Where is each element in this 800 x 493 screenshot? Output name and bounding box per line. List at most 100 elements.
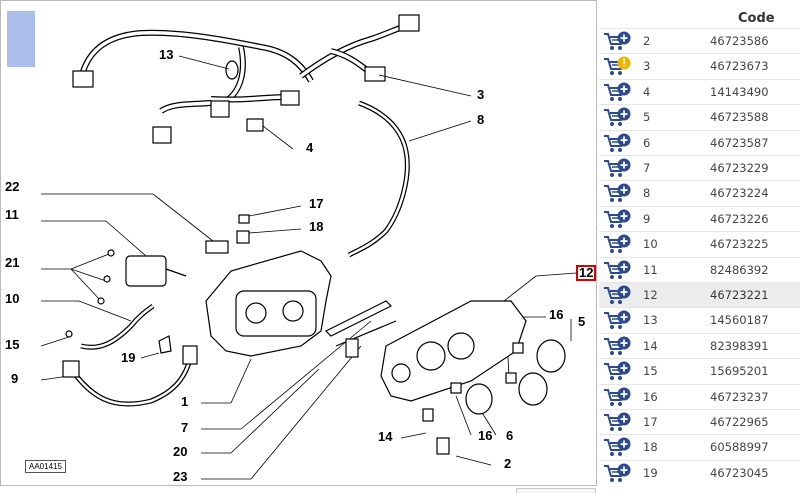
cart-add-icon[interactable] <box>603 361 633 382</box>
row-part-code: 46723673 <box>710 59 769 74</box>
callout-10[interactable]: 10 <box>5 291 20 306</box>
cart-warning-icon[interactable] <box>603 56 633 77</box>
callout-12-selected[interactable]: 12 <box>576 265 597 281</box>
callout-7[interactable]: 7 <box>181 420 189 435</box>
diagram-control-button[interactable] <box>516 488 596 493</box>
callout-17[interactable]: 17 <box>309 196 324 211</box>
row-position: 17 <box>643 415 658 429</box>
cart-add-icon[interactable] <box>603 387 633 408</box>
diagram-caption: AA01415 <box>25 460 66 473</box>
row-position: 16 <box>643 389 658 404</box>
row-part-code: 46723224 <box>710 186 769 201</box>
callout-3[interactable]: 3 <box>477 87 485 102</box>
cart-add-icon[interactable] <box>603 234 633 255</box>
callout-2[interactable]: 2 <box>504 456 512 471</box>
table-row[interactable]: 15 15695201 <box>599 358 800 383</box>
row-part-code: 15695201 <box>710 364 769 379</box>
cart-add-icon[interactable] <box>603 133 633 154</box>
table-row[interactable]: 18 60588997 <box>599 434 800 459</box>
row-part-code: 46723588 <box>710 110 769 125</box>
diagram-drawing <box>40 14 577 480</box>
callout-15[interactable]: 15 <box>5 337 20 352</box>
cart-add-icon[interactable] <box>603 336 633 357</box>
row-position: 8 <box>643 186 651 201</box>
table-row[interactable]: 16 46723237 <box>599 383 800 409</box>
callout-20[interactable]: 20 <box>173 444 188 459</box>
callout-9[interactable]: 9 <box>11 371 19 386</box>
callout-6[interactable]: 6 <box>506 428 514 443</box>
callout-4[interactable]: 4 <box>306 140 314 155</box>
cart-add-icon[interactable] <box>603 183 633 204</box>
callout-14[interactable]: 14 <box>378 429 393 444</box>
table-row[interactable]: 11 82486392 <box>599 256 800 282</box>
row-position: 15 <box>643 364 658 379</box>
cart-add-icon[interactable] <box>603 31 633 52</box>
row-position: 9 <box>643 211 651 226</box>
row-position: 2 <box>643 34 651 48</box>
row-part-code: 46723226 <box>710 211 769 226</box>
callout-16-upper[interactable]: 16 <box>549 307 564 322</box>
row-position: 13 <box>643 313 658 328</box>
cart-add-icon[interactable] <box>603 209 633 230</box>
row-position: 19 <box>643 465 658 480</box>
column-header-code[interactable]: Code <box>738 11 775 26</box>
row-part-code: 46723586 <box>710 34 769 48</box>
cart-add-icon[interactable] <box>603 412 633 433</box>
row-position: 6 <box>643 135 651 150</box>
callout-22[interactable]: 22 <box>5 179 20 194</box>
row-part-code: 82486392 <box>710 262 769 277</box>
callout-13[interactable]: 13 <box>159 47 174 62</box>
callout-11[interactable]: 11 <box>5 207 19 222</box>
selection-highlight <box>7 11 35 67</box>
row-part-code: 46723587 <box>710 135 769 150</box>
callout-18[interactable]: 18 <box>309 219 324 234</box>
cart-add-icon[interactable] <box>603 107 633 128</box>
callout-5[interactable]: 5 <box>578 314 586 329</box>
callout-1[interactable]: 1 <box>181 394 189 409</box>
cart-add-icon[interactable] <box>603 158 633 179</box>
callout-16-lower[interactable]: 16 <box>478 428 493 443</box>
callout-8[interactable]: 8 <box>477 112 485 127</box>
row-position: 5 <box>643 110 651 125</box>
table-row[interactable]: 14 82398391 <box>599 332 800 358</box>
table-header: Code <box>599 0 800 40</box>
table-row[interactable]: 8 46723224 <box>599 180 800 205</box>
cart-add-icon[interactable] <box>603 310 633 331</box>
table-row[interactable]: 9 46723226 <box>599 205 800 231</box>
cart-add-icon[interactable] <box>603 285 633 306</box>
row-position: 14 <box>643 338 658 353</box>
table-row[interactable]: 6 46723587 <box>599 129 800 155</box>
exploded-parts-diagram: 13 3 8 4 22 11 17 18 21 10 12 15 19 16 5… <box>0 0 597 486</box>
callout-19[interactable]: 19 <box>121 350 136 365</box>
table-row[interactable]: 2 46723586 <box>599 28 800 53</box>
callout-23[interactable]: 23 <box>173 469 188 484</box>
row-position: 4 <box>643 84 651 99</box>
table-row[interactable]: 17 46722965 <box>599 409 800 434</box>
row-part-code: 82398391 <box>710 338 769 353</box>
table-row[interactable]: 5 46723588 <box>599 104 800 129</box>
row-part-code: 46723221 <box>710 288 769 302</box>
row-position: 10 <box>643 237 658 252</box>
row-position: 11 <box>643 262 658 277</box>
table-row[interactable]: 4 14143490 <box>599 78 800 104</box>
row-part-code: 46723229 <box>710 161 769 175</box>
callout-21[interactable]: 21 <box>5 255 20 270</box>
row-part-code: 60588997 <box>710 440 769 455</box>
cart-add-icon[interactable] <box>603 260 633 281</box>
row-part-code: 46722965 <box>710 415 769 429</box>
cart-add-icon[interactable] <box>603 437 633 458</box>
cart-add-icon[interactable] <box>603 463 633 484</box>
row-part-code: 46723225 <box>710 237 769 252</box>
cart-add-icon[interactable] <box>603 82 633 103</box>
row-part-code: 46723237 <box>710 389 769 404</box>
row-position: 12 <box>643 288 658 302</box>
table-row[interactable]: 10 46723225 <box>599 231 800 256</box>
table-row[interactable]: 12 46723221 <box>599 282 800 307</box>
row-position: 18 <box>643 440 658 455</box>
row-part-code: 14143490 <box>710 84 769 99</box>
